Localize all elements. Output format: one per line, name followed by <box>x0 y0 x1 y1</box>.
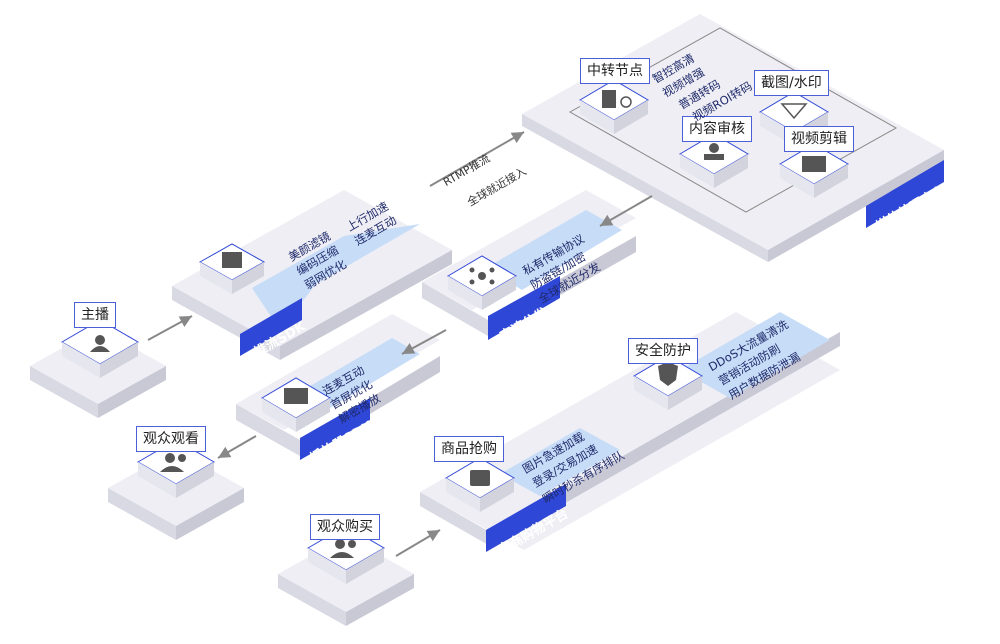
video-edit-icon <box>802 156 826 172</box>
lock-icon <box>470 470 490 486</box>
cube-relay <box>579 79 649 134</box>
push-title-strip <box>240 298 302 356</box>
arrow-push-to-center <box>429 131 525 187</box>
sdk-icon <box>222 252 242 268</box>
arrow-center-to-dist <box>599 195 653 227</box>
player-icon <box>284 388 308 404</box>
shield-icon <box>658 362 678 386</box>
cube-push-sdk <box>198 243 266 294</box>
relay-group-border <box>568 27 898 213</box>
arrow-player-to-viewer <box>217 435 257 459</box>
relay-label: 中转节点 <box>580 58 650 84</box>
distribution-icon <box>478 272 486 280</box>
cube-fast-dist <box>447 255 517 310</box>
goods-label: 商品抢购 <box>434 436 504 462</box>
platform-side-right <box>768 150 944 262</box>
cube-editing <box>779 143 849 198</box>
cube-goods <box>445 457 515 512</box>
users-icon <box>335 539 345 549</box>
arrow-anchor-to-push <box>147 315 193 341</box>
viewer-buy-label: 观众购买 <box>310 514 380 540</box>
stamp-icon <box>709 143 719 153</box>
crop-icon <box>780 103 808 120</box>
user-icon <box>95 335 105 345</box>
viewer-watch-label: 观众观看 <box>136 426 206 452</box>
arrow-dist-to-player <box>401 329 447 355</box>
platform-side-left <box>522 114 768 262</box>
cube-player-sdk <box>261 377 331 432</box>
cube-anchor <box>61 319 139 378</box>
push-sdk-platform <box>172 190 452 360</box>
platform-title-strip <box>866 160 944 228</box>
users-icon <box>165 453 175 463</box>
editing-label: 视频剪辑 <box>784 126 854 152</box>
screenshot-label: 截图/水印 <box>754 70 829 96</box>
server-icon <box>602 90 616 108</box>
arrow-buyer-to-ecommerce <box>395 529 441 557</box>
security-label: 安全防护 <box>628 338 698 364</box>
review-label: 内容审核 <box>682 116 752 142</box>
anchor-label: 主播 <box>74 302 116 328</box>
cube-security <box>633 355 703 410</box>
flow-arrows <box>147 131 653 557</box>
ecommerce-platform <box>420 312 840 552</box>
